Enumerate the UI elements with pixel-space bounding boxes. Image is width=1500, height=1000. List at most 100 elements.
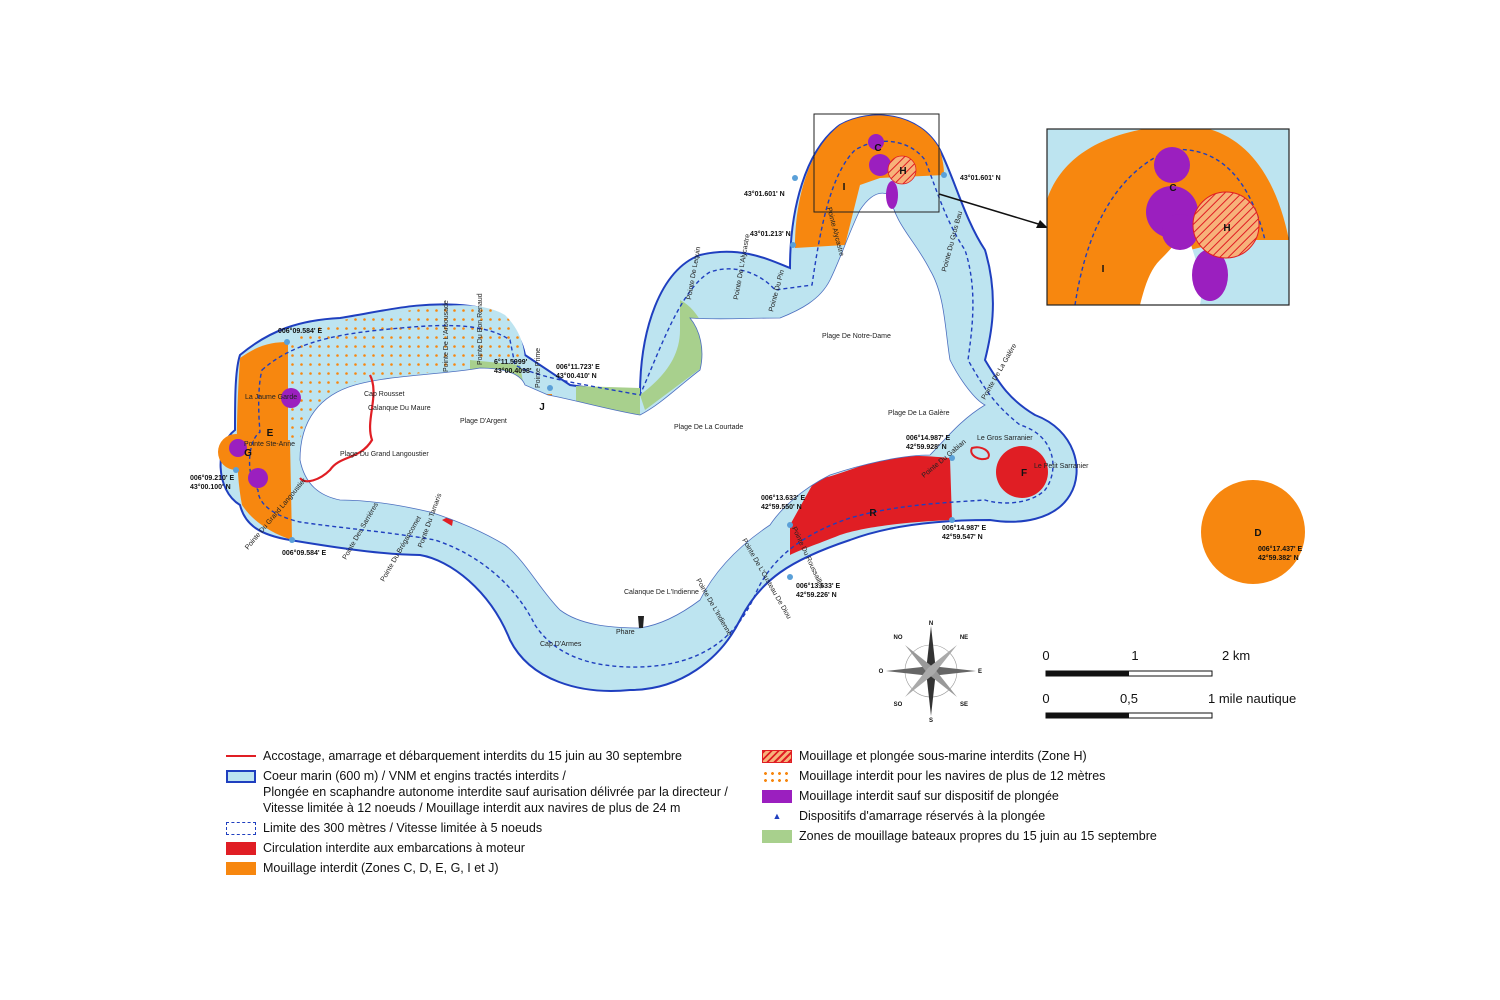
- legend-text: Accostage, amarrage et débarquement inte…: [263, 749, 683, 763]
- place-cap-rousset: Cap Rousset: [364, 391, 405, 398]
- island-land: [299, 192, 986, 629]
- place-le-gros-sarranier: Le Gros Sarranier: [977, 435, 1033, 442]
- coord-4-line2: 43°00.4098': [494, 367, 532, 375]
- inset-zone-i-label: I: [1102, 264, 1105, 275]
- legend-item-limite-300: Limite des 300 mètres / Vitesse limitée …: [226, 820, 746, 836]
- compass-no: NO: [894, 635, 903, 641]
- legend-swatch-green: [762, 830, 792, 843]
- coord-10-line1: 006°13.633' E: [761, 494, 805, 502]
- compass-e: E: [978, 669, 982, 675]
- marine-zone-map: C H I E G J F R D La Jaume Garde Pointe …: [190, 113, 1305, 724]
- coord-8: 43°01.213' N: [750, 230, 791, 238]
- coord-5-line2: 43°00.410' N: [556, 372, 597, 380]
- triangle-icon: ▲: [772, 811, 782, 821]
- compass-so: SO: [894, 702, 903, 708]
- scale-bar-nautical: [1045, 712, 1213, 719]
- place-phare: Phare: [616, 629, 635, 636]
- legend-right: Mouillage et plongée sous-marine interdi…: [762, 748, 1282, 848]
- purple-zone-jaume-garde: [281, 388, 301, 408]
- lighthouse-icon: [638, 616, 644, 628]
- compass-n: N: [929, 621, 933, 627]
- place-plage-galere: Plage De La Galère: [888, 410, 950, 417]
- scale-nm-0: 0: [1042, 691, 1049, 706]
- zone-h-label: H: [899, 166, 906, 177]
- hatched-zone-h: [887, 155, 917, 185]
- inset-zoom: [1047, 129, 1289, 305]
- coord-13-line2: 42°59.382' N: [1258, 554, 1299, 562]
- zone-d-label: D: [1254, 528, 1261, 539]
- coord-9-line1: 006°14.987' E: [906, 434, 950, 442]
- legend-text: Zones de mouillage bateaux propres du 15…: [799, 829, 1157, 843]
- compass-o: O: [879, 669, 884, 675]
- purple-zone-c2: [869, 154, 891, 176]
- legend-item-mouillage-interdit: Mouillage interdit (Zones C, D, E, G, I …: [226, 860, 746, 876]
- legend-item-circulation: Circulation interdite aux embarcations à…: [226, 840, 746, 856]
- accostage-line-maure: [299, 374, 375, 483]
- legend-swatch-purple: [762, 790, 792, 803]
- red-zone-f: [996, 446, 1048, 498]
- coord-11-line1: 006°14.987' E: [942, 524, 986, 532]
- arrow-head-icon: [1036, 220, 1048, 228]
- coord-11-line2: 42°59.547' N: [942, 533, 983, 541]
- scale-nm-05: 0,5: [1120, 691, 1138, 706]
- legend-text: Circulation interdite aux embarcations à…: [263, 841, 525, 855]
- inset-marker: [813, 113, 940, 213]
- compass-ne: NE: [960, 635, 968, 641]
- place-pointe-bon-renaud: Pointe Du Bon Renaud: [477, 293, 484, 365]
- legend-text: Dispositifs d'amarrage réservés à la plo…: [799, 809, 1046, 823]
- orange-zone-e: [236, 342, 292, 540]
- legend-swatch-hatched: [762, 750, 792, 763]
- purple-zone-grand-langoustier: [248, 468, 268, 488]
- coord-1: 006°09.584' E: [278, 327, 322, 335]
- legend-item-amarrage: ▲ Dispositifs d'amarrage réservés à la p…: [762, 808, 1282, 824]
- coord-2-line1: 006°09.210' E: [190, 474, 234, 482]
- scale-nm-1: 1 mile nautique: [1208, 691, 1296, 706]
- place-plage-grand-langoustier: Plage Du Grand Langoustier: [340, 451, 429, 458]
- zone-g-label: G: [244, 448, 252, 459]
- inset-arrow: [938, 193, 1046, 227]
- legend-item-coeur-marin: Coeur marin (600 m) / VNM et engins trac…: [226, 768, 746, 816]
- legend-swatch-triangle: ▲: [762, 810, 792, 823]
- purple-zone-c3: [886, 181, 898, 209]
- purple-zone-c1: [868, 134, 884, 150]
- legend-swatch-red-line: [226, 755, 256, 757]
- green-zone-courtade: [640, 300, 712, 410]
- compass-s: S: [929, 718, 933, 724]
- coord-4-line1: 6°11.5999': [494, 358, 528, 366]
- place-cap-armes: Cap D'Armes: [540, 641, 582, 648]
- compass-se: SE: [960, 702, 968, 708]
- legend-text: Mouillage interdit (Zones C, D, E, G, I …: [263, 861, 499, 875]
- place-plage-courtade: Plage De La Courtade: [674, 424, 743, 431]
- zone-i-label: I: [843, 182, 846, 193]
- coord-13-line1: 006°17.437' E: [1258, 545, 1302, 553]
- legend-swatch-orange: [226, 862, 256, 875]
- legend-swatch-red: [226, 842, 256, 855]
- place-pointe-arbousade: Pointe De L'Arbousade: [443, 300, 450, 372]
- legend-text: Mouillage interdit sauf sur dispositif d…: [799, 789, 1059, 803]
- place-plage-notre-dame: Plage De Notre-Dame: [822, 333, 891, 340]
- inset-zone-c-label: C: [1169, 183, 1176, 194]
- legend-text: Coeur marin (600 m) / VNM et engins trac…: [263, 769, 728, 815]
- coordinate-points: [233, 172, 955, 580]
- zone-e-label: E: [267, 428, 274, 439]
- zone-r-label: R: [869, 508, 877, 519]
- orange-zone-d: [1201, 480, 1305, 584]
- legend-item-bateaux-propres: Zones de mouillage bateaux propres du 15…: [762, 828, 1282, 844]
- coord-7: 43°01.601' N: [960, 174, 1001, 182]
- dotted-zone-north: [288, 305, 525, 440]
- zone-f-label: F: [1021, 468, 1027, 479]
- legend-swatch-dashed: [226, 822, 256, 835]
- coord-9-line2: 42°59.928' N: [906, 443, 947, 451]
- orange-zone-i: [795, 115, 944, 248]
- coord-3: 006°09.584' E: [282, 549, 326, 557]
- legend-item-plongee: Mouillage interdit sauf sur dispositif d…: [762, 788, 1282, 804]
- place-le-petit-sarranier: Le Petit Sarranier: [1034, 463, 1089, 470]
- legend-swatch-dots: [762, 770, 792, 783]
- purple-zone-ste-anne: [229, 439, 247, 457]
- place-calanque-du-maure: Calanque Du Maure: [368, 405, 431, 412]
- zone-c-label: C: [874, 143, 881, 154]
- scale-km-0: 0: [1042, 648, 1049, 663]
- place-pointe-prime: Pointe Prime: [535, 348, 542, 388]
- coord-10-line2: 42°59.550' N: [761, 503, 802, 511]
- legend-item-navires-12m: Mouillage interdit pour les navires de p…: [762, 768, 1282, 784]
